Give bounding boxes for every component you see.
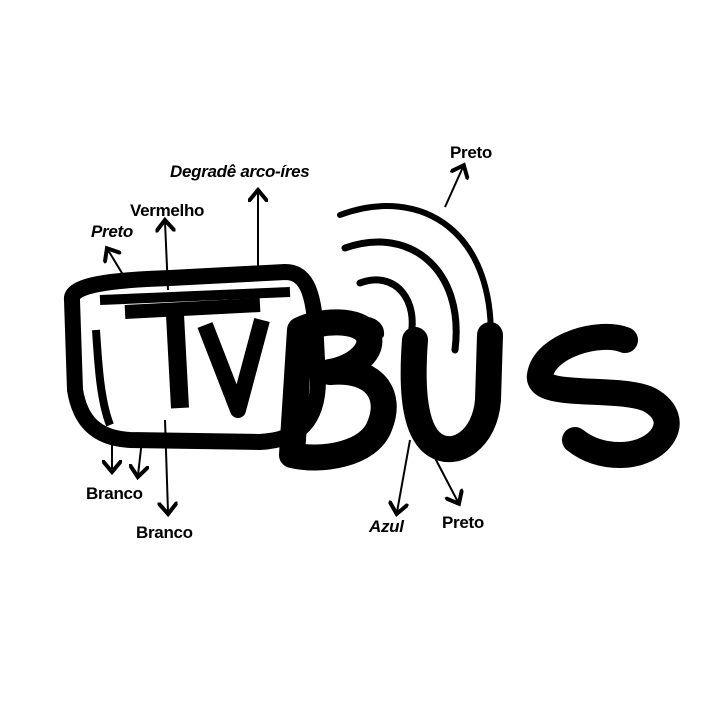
arrow-red (165, 222, 168, 291)
arrow-black-waves (444, 167, 463, 208)
tv-letters (124, 298, 270, 418)
arrow-white-left-2 (138, 439, 142, 475)
broadcast-waves (337, 203, 494, 358)
arrow-black-letters (434, 457, 458, 502)
bus-letters (279, 309, 680, 471)
arrow-white-bottom (165, 419, 168, 512)
label-white-left: Branco (86, 484, 143, 503)
annotation-arrows (108, 167, 463, 512)
label-black-letters: Preto (442, 513, 484, 532)
label-red: Vermelho (130, 201, 205, 220)
label-black-waves: Preto (450, 143, 492, 162)
label-black-tv: Preto (91, 222, 133, 241)
arrow-black-tv (108, 250, 129, 284)
label-white-bottom: Branco (136, 523, 193, 542)
arrow-blue (397, 439, 411, 512)
label-rainbow-gradient: Degradê arco-íres (170, 162, 310, 181)
tv-body (64, 264, 326, 450)
label-blue: Azul (369, 517, 404, 536)
